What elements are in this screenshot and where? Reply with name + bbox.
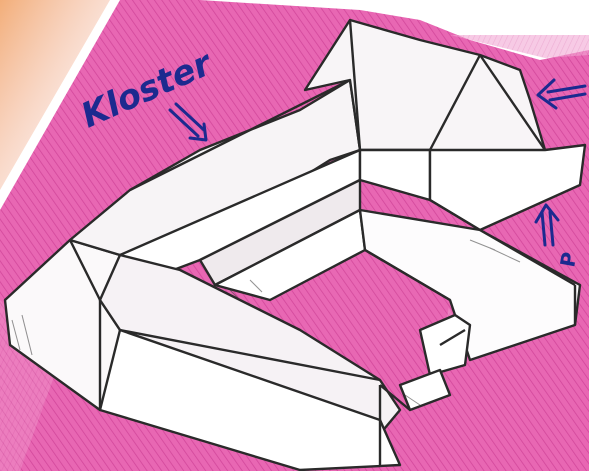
sketch-canvas: Kloster P: [0, 0, 589, 471]
cloister-sketch: Kloster P: [0, 0, 589, 471]
